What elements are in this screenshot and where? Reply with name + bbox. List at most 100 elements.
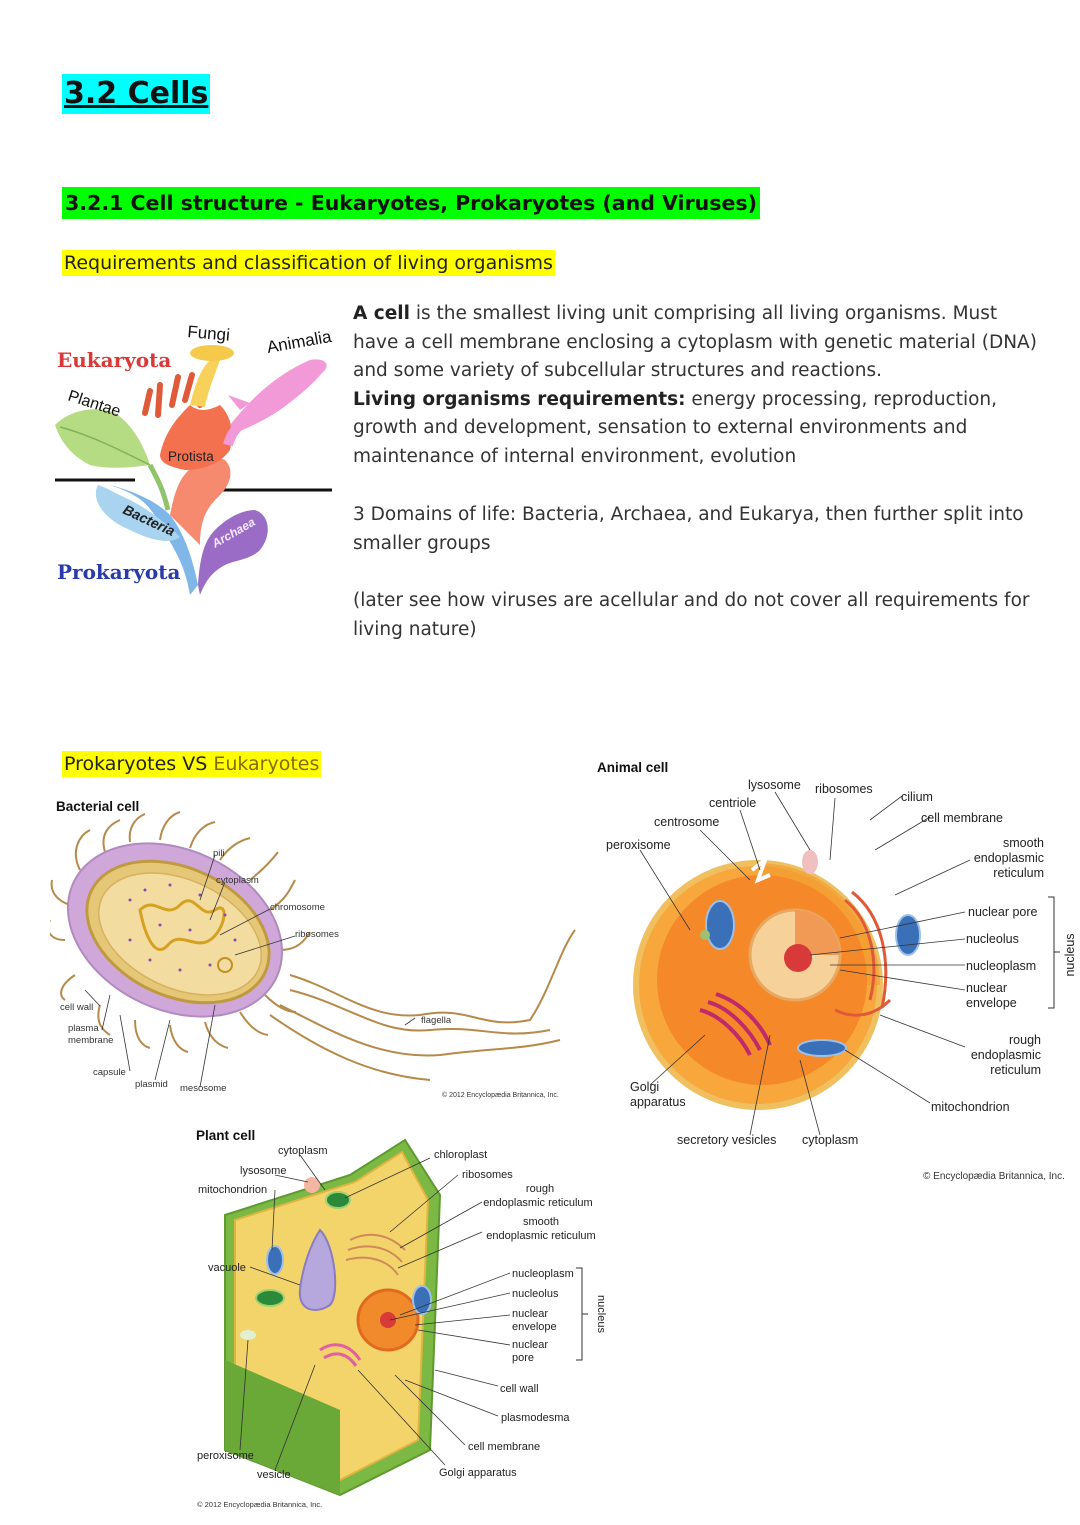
pili	[50, 811, 311, 1053]
plant-nucleolus-label: nucleolus	[512, 1288, 559, 1300]
plant-ribosomes-label: ribosomes	[462, 1169, 513, 1181]
animal-golgi-label-2: apparatus	[630, 1095, 686, 1109]
animal-rough-er-label-1: rough	[1009, 1033, 1041, 1047]
plant-rough-er-label-1: rough	[526, 1183, 554, 1195]
plant-golgi-shape	[319, 1343, 362, 1367]
plant-smooth-er-label-2: endoplasmic reticulum	[486, 1230, 595, 1242]
plant-peroxisome-shape	[240, 1330, 256, 1340]
paragraph-domains: 3 Domains of life: Bacteria, Archaea, an…	[353, 504, 1024, 554]
animal-mitochondrion-1	[705, 900, 735, 950]
archaea-branch	[198, 510, 268, 595]
plant-nuclear-pore-label-2: pore	[512, 1352, 534, 1364]
animal-smooth-er-label-2: endoplasmic	[974, 851, 1044, 865]
plant-nucleolus-shape	[380, 1312, 396, 1328]
animal-rough-er-label-2: endoplasmic	[971, 1048, 1041, 1062]
animalia-fish	[230, 359, 327, 433]
animal-cell-diagram: Animal cell lysosome ribosomes centriole…	[597, 760, 1077, 1182]
pili-label: pili	[213, 848, 225, 859]
subheading-requirements: Requirements and classification of livin…	[62, 250, 555, 276]
bacterial-ribosomes-label: ribosomes	[295, 929, 339, 940]
fungi-cap	[190, 345, 234, 361]
animal-nucleoplasm-label: nucleoplasm	[966, 959, 1036, 973]
page-title: 3.2 Cells	[62, 74, 211, 114]
eukaryota-label: Eukaryota	[57, 348, 171, 372]
protista-body	[160, 405, 232, 470]
plasmodesma-label: plasmodesma	[501, 1412, 570, 1424]
prokaryota-label: Prokaryota	[57, 560, 180, 584]
animal-lysosome-shape	[802, 850, 818, 874]
vesicle-label: vesicle	[257, 1469, 291, 1481]
plant-copyright: © 2012 Encyclopædia Britannica, Inc.	[197, 1500, 322, 1509]
animal-mitochondrion-3	[797, 1039, 847, 1057]
animal-cell-title: Animal cell	[597, 760, 668, 775]
section-heading: 3.2.1 Cell structure - Eukaryotes, Proka…	[62, 187, 760, 219]
cell-wall-label: cell wall	[60, 1002, 93, 1013]
plant-smooth-er-label-1: smooth	[523, 1216, 559, 1228]
plant-cell-diagram: Plant cell cytoplasm lysosome mitochondr…	[196, 1128, 607, 1509]
animal-nucleus-label: nucleus	[1063, 933, 1077, 976]
plant-golgi-label: Golgi apparatus	[439, 1467, 517, 1479]
animal-cell-membrane-label: cell membrane	[921, 811, 1003, 825]
plant-lysosome-shape	[304, 1177, 320, 1193]
animal-smooth-er-label-3: reticulum	[993, 866, 1044, 880]
plant-cell-title: Plant cell	[196, 1128, 255, 1143]
plant-nuclear-pore-label-1: nuclear	[512, 1339, 548, 1351]
centrosome-label: centrosome	[654, 815, 719, 829]
chloroplast-label: chloroplast	[434, 1149, 487, 1161]
animal-smooth-er-label-1: smooth	[1003, 836, 1044, 850]
animal-peroxisome-label: peroxisome	[606, 838, 671, 852]
fungi-stalk	[190, 360, 220, 407]
animal-nuclear-pore-label: nuclear pore	[968, 905, 1038, 919]
animal-golgi-label-1: Golgi	[630, 1080, 659, 1094]
flagella	[269, 929, 576, 1081]
animal-nuclear-envelope-label-2: envelope	[966, 996, 1017, 1010]
protista-trunk	[170, 456, 231, 545]
chromosome-label: chromosome	[270, 902, 325, 913]
bacterial-cell-diagram: Bacterial cell pili cytoplasm chromosome…	[50, 799, 576, 1099]
cilium-label: cilium	[901, 790, 933, 804]
plant-peroxisome-label: peroxisome	[197, 1450, 254, 1462]
animal-mitochondrion-2	[895, 914, 921, 956]
bacteria-blob	[95, 485, 180, 541]
plasma-membrane-label-2: membrane	[68, 1035, 113, 1046]
capsule-label: capsule	[93, 1067, 126, 1078]
plant-mitochondrion-2	[412, 1285, 432, 1315]
bacterial-cytoplasm-label: cytoplasm	[216, 875, 259, 886]
plant-cytoplasm-label: cytoplasm	[278, 1145, 328, 1157]
plant-er-shape	[345, 1233, 406, 1276]
plasmid-shape	[217, 957, 233, 973]
animal-peroxisome-shape	[700, 930, 710, 940]
protista-fingers	[142, 372, 211, 418]
bacterial-copyright: © 2012 Encyclopædia Britannica, Inc.	[442, 1091, 559, 1099]
bacterial-cell-title: Bacterial cell	[56, 799, 139, 814]
plant-nuclear-envelope-label-2: envelope	[512, 1321, 557, 1333]
plant-nuclear-envelope-label-1: nuclear	[512, 1308, 548, 1320]
animal-leader-lines	[639, 791, 971, 1136]
plant-vacuole-shape	[298, 1228, 337, 1311]
animal-rough-er-shape	[834, 890, 892, 1017]
plant-rough-er-label-2: endoplasmic reticulum	[483, 1197, 592, 1209]
fungi-label: Fungi	[187, 322, 231, 345]
plant-nucleus-bracket	[576, 1267, 588, 1361]
vacuole-label: vacuole	[208, 1262, 246, 1274]
plant-chloroplast-2	[255, 1289, 285, 1307]
plant-mitochondrion-label: mitochondrion	[198, 1184, 267, 1196]
plant-nucleus-label: nucleus	[595, 1295, 607, 1333]
animal-lysosome-label: lysosome	[748, 778, 801, 792]
animal-copyright: © Encyclopædia Britannica, Inc.	[923, 1171, 1065, 1182]
plasmid-label: plasmid	[135, 1079, 168, 1090]
bacterial-leader-lines	[84, 854, 416, 1088]
mesosome-label: mesosome	[180, 1083, 226, 1094]
plant-nucleoplasm-label: nucleoplasm	[512, 1268, 574, 1280]
animal-mitochondrion-label: mitochondrion	[931, 1100, 1010, 1114]
protista-label: Protista	[168, 449, 214, 464]
animal-ribosomes-label: ribosomes	[815, 782, 873, 796]
paragraph-cell-definition: A cell is the smallest living unit compr…	[353, 303, 1037, 467]
plant-chloroplast-1	[325, 1191, 351, 1209]
subheading-prokaryotes-vs-eukaryotes: Prokaryotes VS Eukaryotes	[62, 751, 322, 777]
centriole-label: centriole	[709, 796, 756, 810]
plant-lysosome-label: lysosome	[240, 1165, 286, 1177]
plant-leader-lines	[239, 1154, 511, 1471]
animal-cytoplasm-label: cytoplasm	[802, 1133, 858, 1147]
animal-nucleolus-label: nucleolus	[966, 932, 1019, 946]
